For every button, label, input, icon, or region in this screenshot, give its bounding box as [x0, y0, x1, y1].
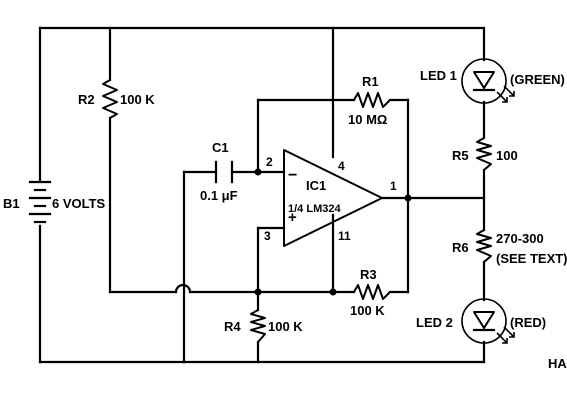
r1-value-label: 10 MΩ — [348, 112, 387, 127]
capacitor-c1: C1 0.1 μF — [200, 140, 238, 203]
r1-ref-label: R1 — [362, 74, 379, 89]
resistor-r6: R6 270-300 (SEE TEXT) — [452, 229, 567, 266]
r3-value-label: 100 K — [350, 303, 385, 318]
op-amp-ic1: − + IC1 1/4 LM324 2 3 4 11 1 — [264, 149, 397, 247]
r2-ref-label: R2 — [78, 92, 95, 107]
r4-ref-label: R4 — [224, 319, 241, 334]
resistor-r3: R3 100 K — [350, 267, 391, 318]
led2-ref-label: LED 2 — [416, 315, 453, 330]
pin-4-label: 4 — [338, 159, 345, 173]
led1-color-label: (GREEN) — [510, 72, 565, 87]
resistor-r5: R5 100 — [452, 137, 518, 171]
corner-text: HA — [548, 356, 567, 371]
led-1-green: LED 1 (GREEN) — [420, 58, 565, 104]
r6-ref-label: R6 — [452, 240, 469, 255]
led1-ref-label: LED 1 — [420, 68, 457, 83]
r3-ref-label: R3 — [360, 267, 377, 282]
r5-ref-label: R5 — [452, 148, 469, 163]
ic1-ref-label: IC1 — [306, 178, 326, 193]
r6-note-label: (SEE TEXT) — [496, 251, 567, 266]
wires — [38, 26, 486, 364]
pin-3-label: 3 — [264, 229, 271, 243]
junction-dots — [254, 168, 412, 296]
pin-11-label: 11 — [338, 229, 351, 243]
led2-color-label: (RED) — [510, 315, 546, 330]
resistor-r4: R4 100 K — [224, 309, 303, 343]
led-2-red: LED 2 (RED) — [416, 298, 546, 344]
r6-value-label: 270-300 — [496, 231, 544, 246]
c1-value-label: 0.1 μF — [200, 188, 238, 203]
pin-2-label: 2 — [266, 155, 273, 169]
pin-1-label: 1 — [390, 179, 397, 193]
resistor-r2: R2 100 K — [78, 79, 155, 119]
r2-value-label: 100 K — [120, 92, 155, 107]
opamp-minus-sign: − — [288, 167, 297, 184]
r5-value-label: 100 — [496, 148, 518, 163]
battery-b1: B1 6 VOLTS — [3, 180, 106, 224]
ic1-part-label: 1/4 LM324 — [288, 203, 341, 215]
resistor-r1: R1 10 MΩ — [348, 74, 391, 127]
opamp-plus-sign: + — [288, 209, 297, 226]
r4-value-label: 100 K — [268, 319, 303, 334]
battery-ref-label: B1 — [3, 196, 20, 211]
battery-value-label: 6 VOLTS — [52, 196, 106, 211]
c1-ref-label: C1 — [212, 140, 229, 155]
